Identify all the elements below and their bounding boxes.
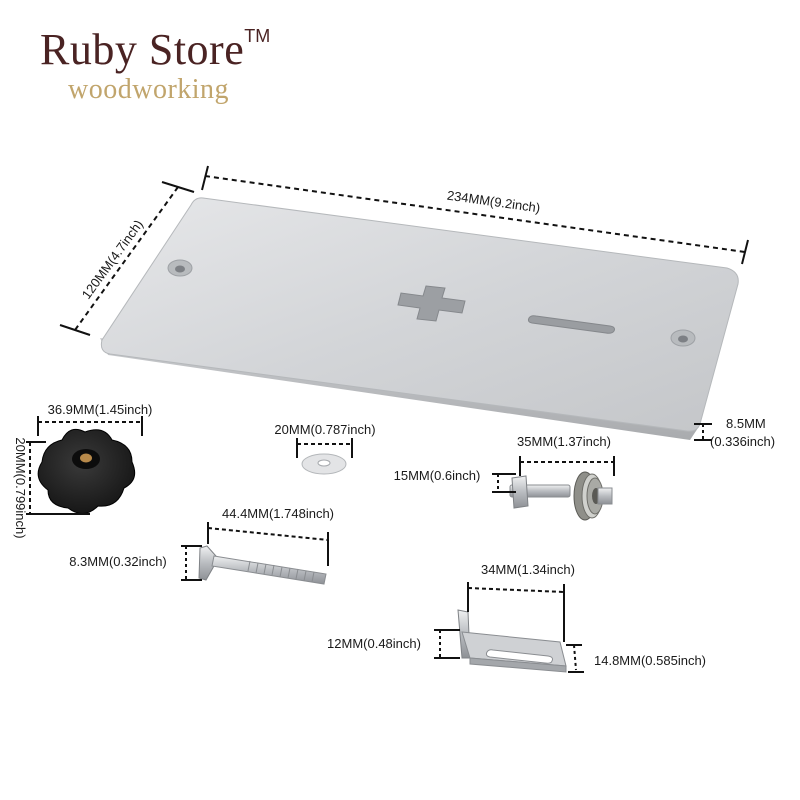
screw-head-label: 8.3MM(0.32inch) — [69, 554, 167, 569]
knob-width-label: 36.9MM(1.45inch) — [48, 402, 153, 417]
router-plate — [100, 197, 739, 440]
countersunk-hole-left — [167, 259, 193, 277]
washer-diameter-label: 20MM(0.787inch) — [274, 422, 375, 437]
bracket-length-dimension — [467, 582, 565, 642]
plate-thickness-dimension — [694, 423, 712, 441]
brand-tagline: woodworking — [68, 74, 230, 105]
screw-head-dimension — [181, 545, 202, 581]
bearing-diameter-label: 15MM(0.6inch) — [394, 468, 481, 483]
plate-width-dimension — [59, 181, 195, 336]
cross-slot — [397, 285, 466, 322]
bracket-length-label: 34MM(1.34inch) — [481, 562, 575, 577]
plate-thickness-mm-label: 8.5MM — [726, 416, 766, 431]
brand-logo: Ruby StoreTM — [40, 26, 270, 73]
bracket-width-dimension — [566, 644, 584, 673]
knob-width-dimension — [37, 416, 143, 436]
bracket-width-label: 14.8MM(0.585inch) — [594, 653, 706, 668]
bearing-diameter-dimension — [492, 473, 516, 493]
l-bracket — [457, 609, 567, 673]
bracket-height-label: 12MM(0.48inch) — [327, 636, 421, 651]
screw-length-label: 44.4MM(1.748inch) — [222, 506, 334, 521]
star-knob — [37, 428, 136, 514]
long-slot — [527, 315, 615, 334]
countersunk-hole-right — [670, 329, 696, 347]
plate-length-dimension — [201, 165, 749, 265]
washer — [301, 453, 347, 475]
bearing-length-dimension — [519, 456, 615, 476]
bearing-bolt — [509, 471, 613, 521]
washer-diameter-dimension — [296, 438, 353, 458]
bearing-length-label: 35MM(1.37inch) — [517, 434, 611, 449]
brand-trademark: TM — [244, 26, 271, 46]
screw-length-dimension — [207, 522, 329, 566]
plate-length-label: 234MM(9.2inch) — [446, 188, 541, 216]
bracket-height-dimension — [434, 629, 460, 659]
plate-thickness-in-label: (0.336inch) — [710, 434, 775, 449]
knob-height-dimension — [26, 441, 90, 515]
knob-height-label: 20MM(0.799inch) — [13, 437, 28, 538]
countersunk-screw — [198, 545, 327, 585]
brand-name: Ruby Store — [40, 25, 245, 74]
